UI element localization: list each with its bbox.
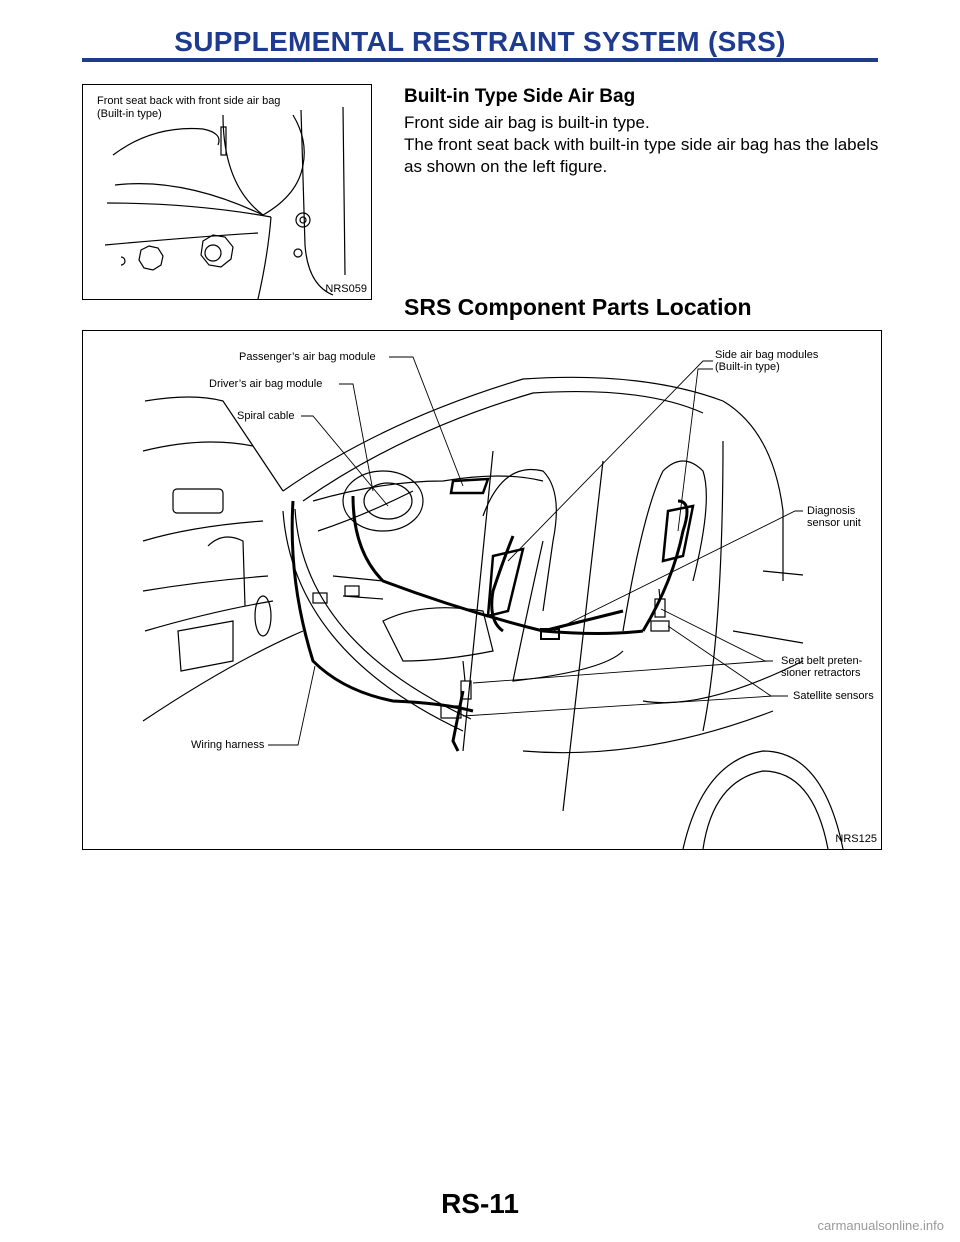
builtin-body: Front side air bag is built-in type. The…: [404, 112, 904, 178]
callout-wiring-harness: Wiring harness: [191, 739, 265, 751]
components-section-heading: SRS Component Parts Location: [404, 294, 752, 320]
callout-diagnosis-unit: Diagnosis sensor unit: [807, 505, 861, 529]
builtin-section-heading: Built-in Type Side Air Bag: [404, 86, 636, 107]
callout-satellite-sensors: Satellite sensors: [793, 690, 874, 702]
builtin-line1: Front side air bag is built-in type.: [404, 113, 650, 132]
callout-pretensioner-line1: Seat belt preten-: [781, 655, 863, 667]
callout-spiral-cable: Spiral cable: [237, 410, 295, 422]
car-interior-illustration: [142, 356, 844, 849]
callout-pretensioner-line2: sioner retractors: [781, 667, 861, 679]
callout-pretensioner: Seat belt preten- sioner retractors: [781, 655, 862, 679]
callout-side-airbag: Side air bag modules (Built-in type): [715, 349, 818, 373]
callout-diagnosis-line2: sensor unit: [807, 517, 861, 529]
callout-diagnosis-line1: Diagnosis: [807, 505, 856, 517]
callout-side-airbag-line2: (Built-in type): [715, 361, 780, 373]
builtin-line3: as shown on the left figure.: [404, 157, 608, 176]
seat-illustration: [104, 106, 346, 299]
page-header-title: SUPPLEMENTAL RESTRAINT SYSTEM (SRS): [174, 26, 786, 57]
seat-caption-line2: (Built-in type): [97, 108, 162, 120]
callout-passenger-airbag: Passenger’s air bag module: [239, 351, 376, 363]
seat-caption-line1: Front seat back with front side air bag: [97, 95, 281, 107]
builtin-line2: The front seat back with built-in type s…: [404, 135, 879, 154]
seat-figure: Front seat back with front side air bag …: [82, 84, 372, 300]
seat-figure-caption: Front seat back with front side air bag …: [97, 95, 280, 121]
components-figure-id: NRS125: [835, 833, 877, 845]
header-rule: [82, 58, 878, 62]
callout-side-airbag-line1: Side air bag modules: [715, 349, 819, 361]
seat-figure-id: NRS059: [325, 283, 367, 295]
watermark-url: carmanualsonline.info: [817, 1218, 944, 1233]
page-number: RS-11: [441, 1188, 519, 1219]
components-figure: Passenger’s air bag module Driver’s air …: [82, 330, 882, 850]
callout-driver-airbag: Driver’s air bag module: [209, 378, 323, 390]
